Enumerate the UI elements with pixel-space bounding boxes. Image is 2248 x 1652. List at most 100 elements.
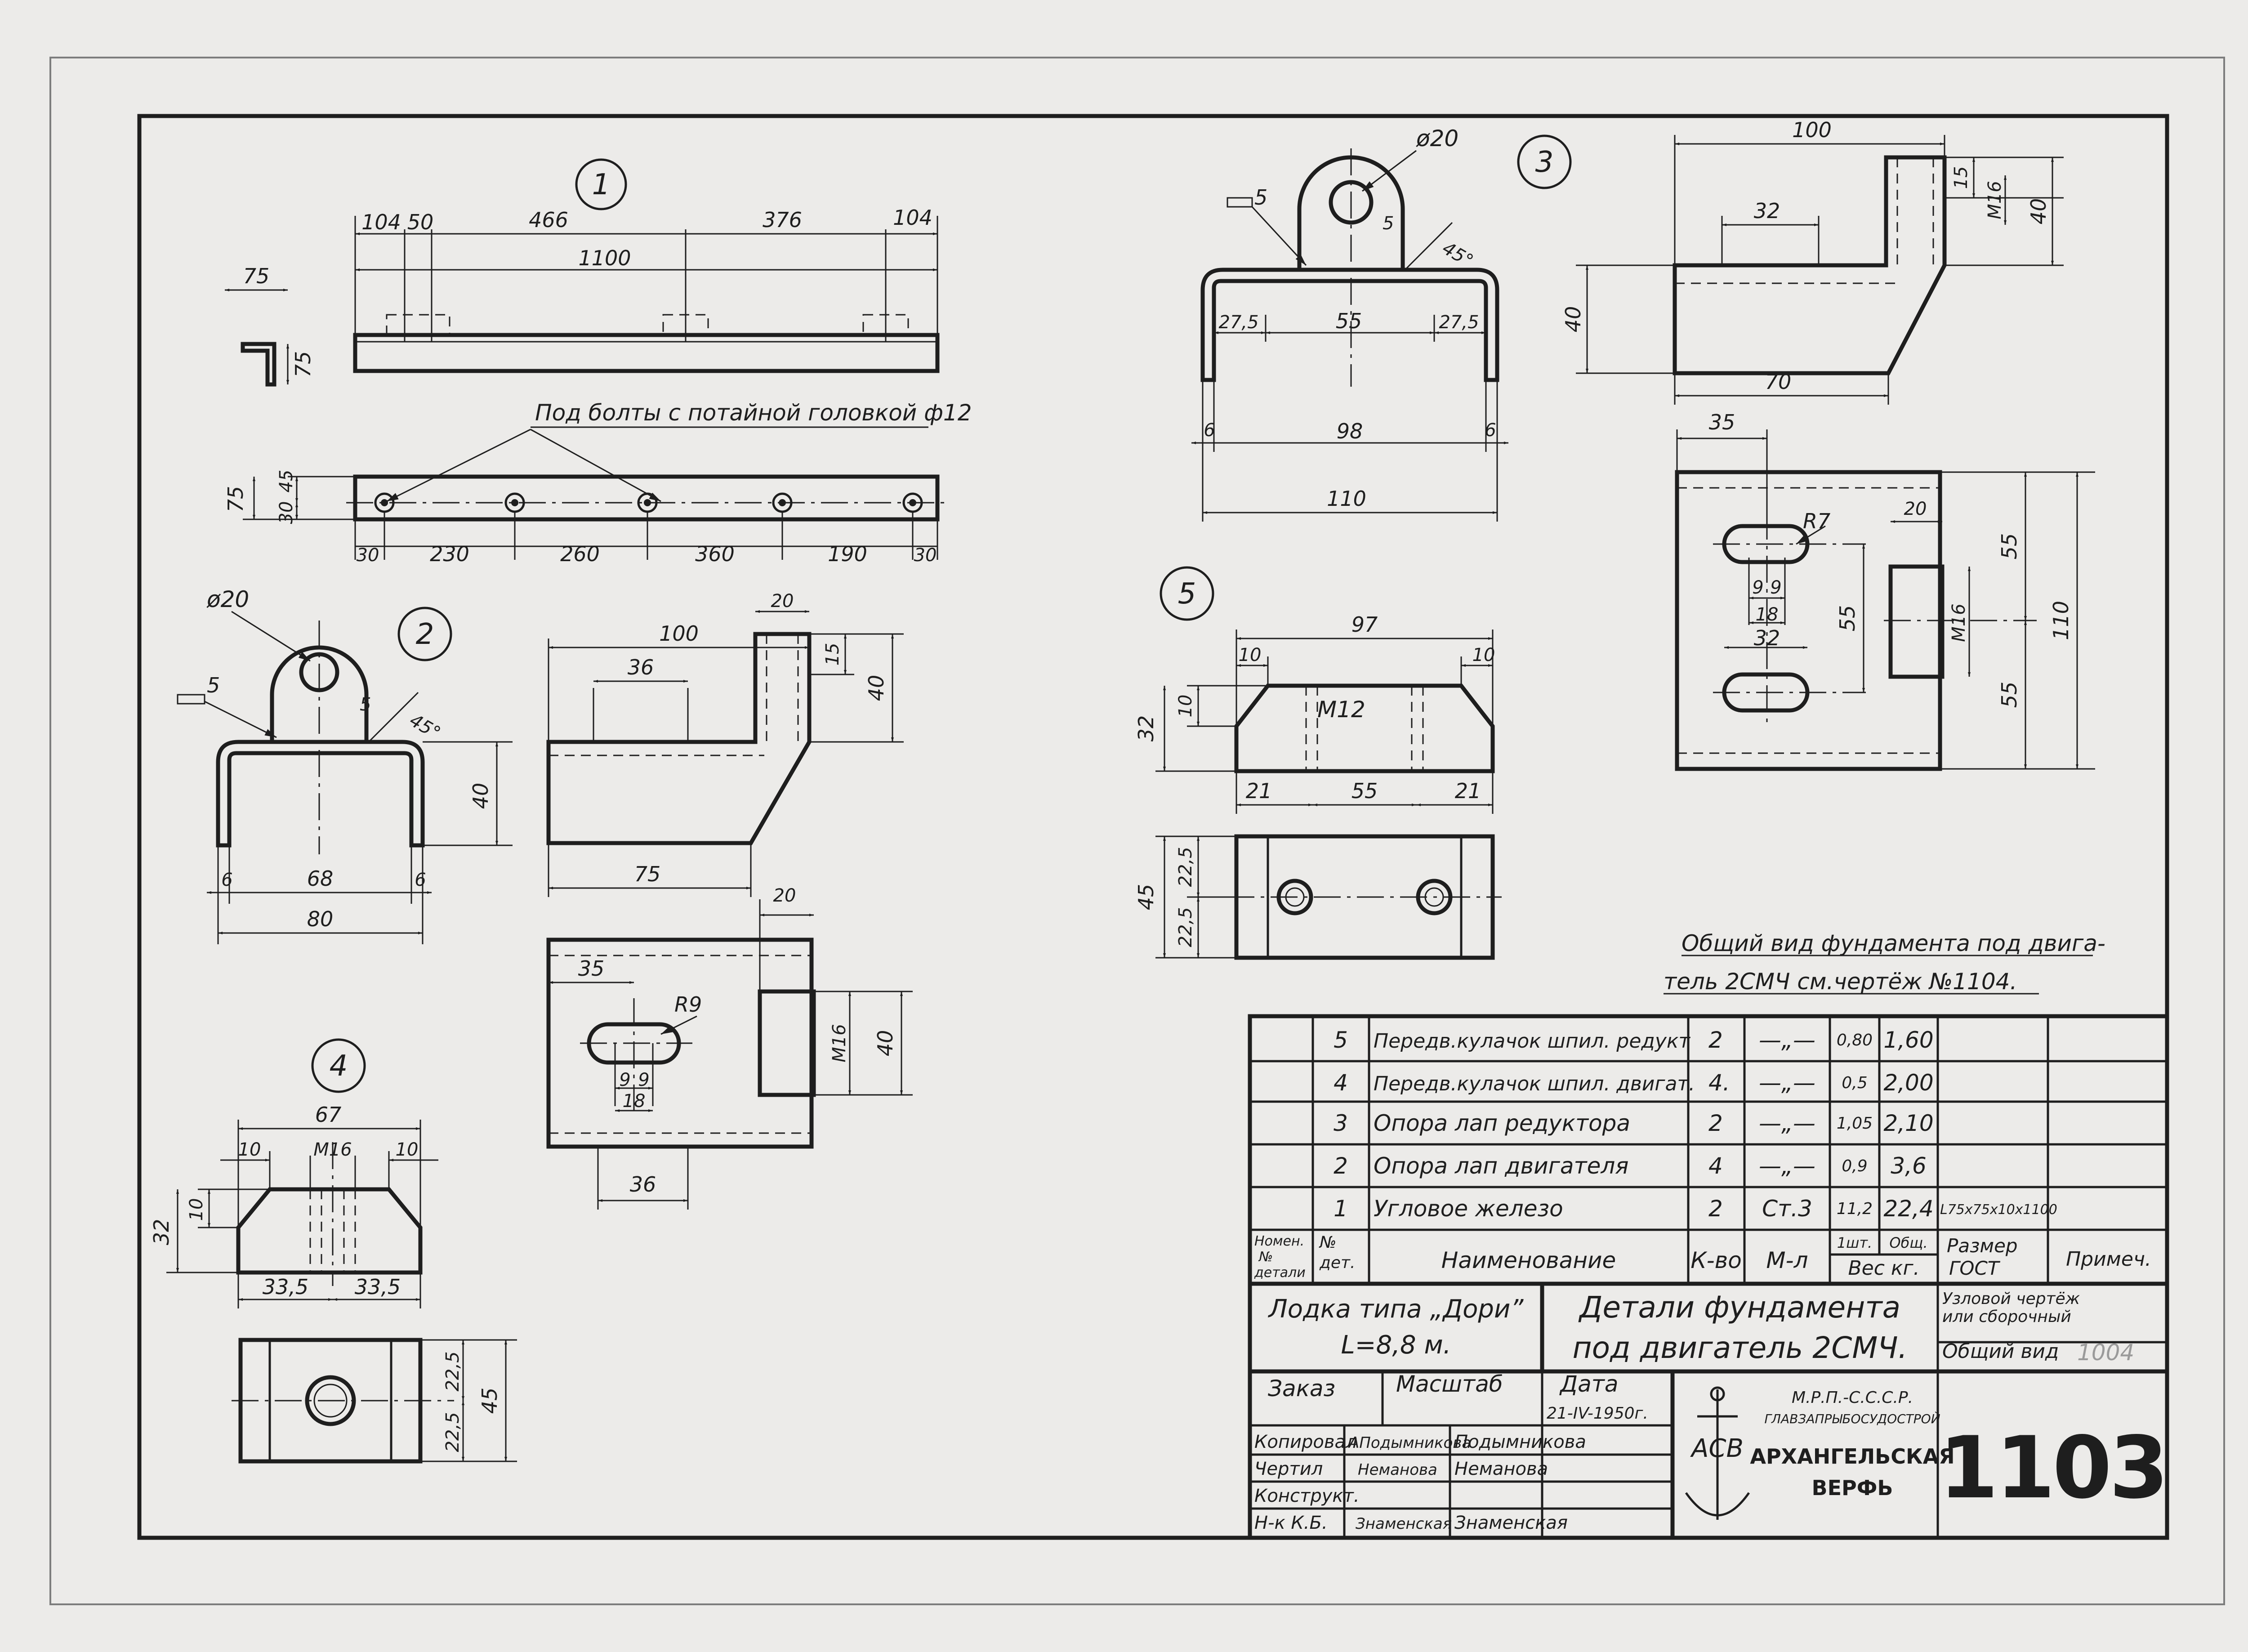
svg-text:22,4: 22,4 bbox=[1883, 1196, 1933, 1222]
svg-text:22,5: 22,5 bbox=[1175, 907, 1196, 947]
svg-text:тель 2СМЧ см.чертёж №1104.: тель 2СМЧ см.чертёж №1104. bbox=[1664, 969, 2017, 995]
svg-text:№: № bbox=[1258, 1249, 1273, 1265]
svg-text:1100: 1100 bbox=[578, 246, 631, 270]
svg-text:104: 104 bbox=[361, 210, 401, 234]
svg-text:10: 10 bbox=[396, 1139, 419, 1160]
svg-text:6: 6 bbox=[1485, 420, 1496, 441]
svg-text:0,9: 0,9 bbox=[1842, 1157, 1867, 1175]
svg-text:9: 9 bbox=[638, 1070, 649, 1090]
view-3-number-circle bbox=[1517, 134, 1572, 189]
svg-text:M12: M12 bbox=[1317, 697, 1365, 723]
table-header: Номен. № детали № дет. Наименование К-во… bbox=[1254, 1233, 2151, 1281]
svg-text:4: 4 bbox=[1708, 1153, 1723, 1179]
svg-text:Ст.3: Ст.3 bbox=[1762, 1196, 1812, 1222]
svg-text:35: 35 bbox=[578, 956, 605, 981]
svg-text:18: 18 bbox=[623, 1091, 646, 1112]
view-3-bracket bbox=[1200, 268, 1499, 382]
svg-text:2,10: 2,10 bbox=[1883, 1110, 1933, 1136]
page-title: Детали фундамента bbox=[1578, 1290, 1900, 1325]
svg-text:15: 15 bbox=[1951, 166, 1971, 189]
svg-text:R7: R7 bbox=[1803, 509, 1830, 533]
svg-text:Общий вид: Общий вид bbox=[1942, 1340, 2059, 1363]
view-3-plan-lug bbox=[1888, 564, 1945, 679]
svg-text:75: 75 bbox=[223, 486, 248, 513]
svg-text:Копировал: Копировал bbox=[1254, 1432, 1357, 1452]
svg-text:9: 9 bbox=[1752, 577, 1763, 598]
svg-text:22,5: 22,5 bbox=[1175, 847, 1196, 887]
svg-text:1,05: 1,05 bbox=[1837, 1114, 1873, 1133]
svg-text:10: 10 bbox=[1239, 645, 1262, 665]
svg-text:230: 230 bbox=[430, 542, 469, 566]
svg-text:27,5: 27,5 bbox=[1218, 312, 1258, 333]
svg-text:9: 9 bbox=[619, 1070, 630, 1090]
svg-text:32: 32 bbox=[1754, 199, 1780, 223]
bolt-holes bbox=[374, 492, 923, 513]
svg-text:97: 97 bbox=[1351, 612, 1378, 637]
svg-text:30: 30 bbox=[276, 501, 297, 524]
svg-text:32: 32 bbox=[149, 1219, 174, 1246]
svg-text:M16: M16 bbox=[829, 1024, 850, 1062]
svg-text:55: 55 bbox=[1336, 309, 1362, 333]
svg-text:R9: R9 bbox=[674, 992, 702, 1017]
svg-text:M16: M16 bbox=[1985, 181, 2005, 219]
svg-text:2: 2 bbox=[1334, 1153, 1348, 1179]
svg-text:110: 110 bbox=[2049, 601, 2073, 640]
svg-text:10: 10 bbox=[1175, 695, 1196, 718]
view-2-lug bbox=[270, 645, 369, 744]
svg-text:1004: 1004 bbox=[2077, 1339, 2134, 1366]
svg-text:6: 6 bbox=[415, 870, 426, 890]
view-2-plan-lug bbox=[758, 989, 816, 1097]
svg-text:дет.: дет. bbox=[1319, 1254, 1355, 1272]
svg-text:5: 5 bbox=[360, 694, 371, 715]
svg-text:45: 45 bbox=[1134, 884, 1158, 911]
svg-text:360: 360 bbox=[695, 542, 735, 566]
svg-text:Неманова: Неманова bbox=[1454, 1459, 1548, 1479]
svg-text:21: 21 bbox=[1455, 779, 1481, 803]
svg-text:Опора лап двигателя: Опора лап двигателя bbox=[1374, 1153, 1628, 1179]
svg-text:22,5: 22,5 bbox=[442, 1412, 463, 1452]
svg-text:55: 55 bbox=[1997, 682, 2021, 708]
shipyard-logo: АСВ bbox=[1685, 1386, 1750, 1520]
svg-text:32: 32 bbox=[1134, 715, 1158, 742]
svg-text:40: 40 bbox=[468, 783, 493, 809]
svg-text:6: 6 bbox=[1204, 420, 1215, 441]
svg-text:376: 376 bbox=[763, 208, 802, 232]
svg-text:15: 15 bbox=[822, 643, 843, 666]
svg-text:Лодка типа „Дори”: Лодка типа „Дори” bbox=[1268, 1295, 1524, 1324]
svg-text:5: 5 bbox=[1383, 213, 1394, 234]
svg-text:2: 2 bbox=[1708, 1196, 1723, 1222]
svg-text:M16: M16 bbox=[313, 1139, 352, 1160]
svg-text:110: 110 bbox=[1327, 487, 1366, 511]
view-4-number: 4 bbox=[330, 1049, 348, 1083]
svg-text:55: 55 bbox=[1835, 605, 1860, 632]
svg-text:К-во: К-во bbox=[1690, 1247, 1742, 1273]
svg-text:M16: M16 bbox=[1949, 603, 1969, 642]
svg-text:5: 5 bbox=[1334, 1027, 1348, 1053]
svg-text:33,5: 33,5 bbox=[355, 1275, 401, 1299]
svg-text:27,5: 27,5 bbox=[1439, 312, 1479, 333]
view-3-side bbox=[1673, 155, 1947, 375]
svg-text:70: 70 bbox=[1765, 370, 1792, 394]
svg-text:20: 20 bbox=[773, 885, 796, 906]
svg-text:260: 260 bbox=[560, 542, 600, 566]
parts-table: 5 Передв.кулачок шпил. редукт 2 —„— 0,80… bbox=[1248, 1014, 2169, 1540]
view-1-angle-profile bbox=[241, 342, 277, 387]
svg-text:—„—: —„— bbox=[1759, 1070, 1815, 1096]
view-4-motor-cam: 4 67 10 10 M16 10 32 33,5 33,5 bbox=[149, 1038, 517, 1464]
view-1-bolt-note: Под болты с потайной головкой ф12 bbox=[535, 400, 972, 426]
svg-text:55: 55 bbox=[1351, 779, 1378, 803]
svg-text:40: 40 bbox=[873, 1030, 897, 1057]
svg-text:466: 466 bbox=[529, 208, 568, 232]
view-3-lug bbox=[1297, 155, 1405, 272]
svg-text:80: 80 bbox=[307, 907, 334, 931]
svg-text:Неманова: Неманова bbox=[1358, 1461, 1437, 1479]
svg-text:75: 75 bbox=[291, 351, 315, 378]
svg-text:АПодымникова: АПодымникова bbox=[1348, 1434, 1471, 1452]
svg-text:2: 2 bbox=[1708, 1110, 1723, 1136]
svg-text:20: 20 bbox=[771, 591, 794, 612]
svg-text:ø20: ø20 bbox=[206, 586, 249, 612]
svg-text:10: 10 bbox=[1472, 645, 1495, 665]
svg-text:Общ.: Общ. bbox=[1889, 1234, 1927, 1251]
